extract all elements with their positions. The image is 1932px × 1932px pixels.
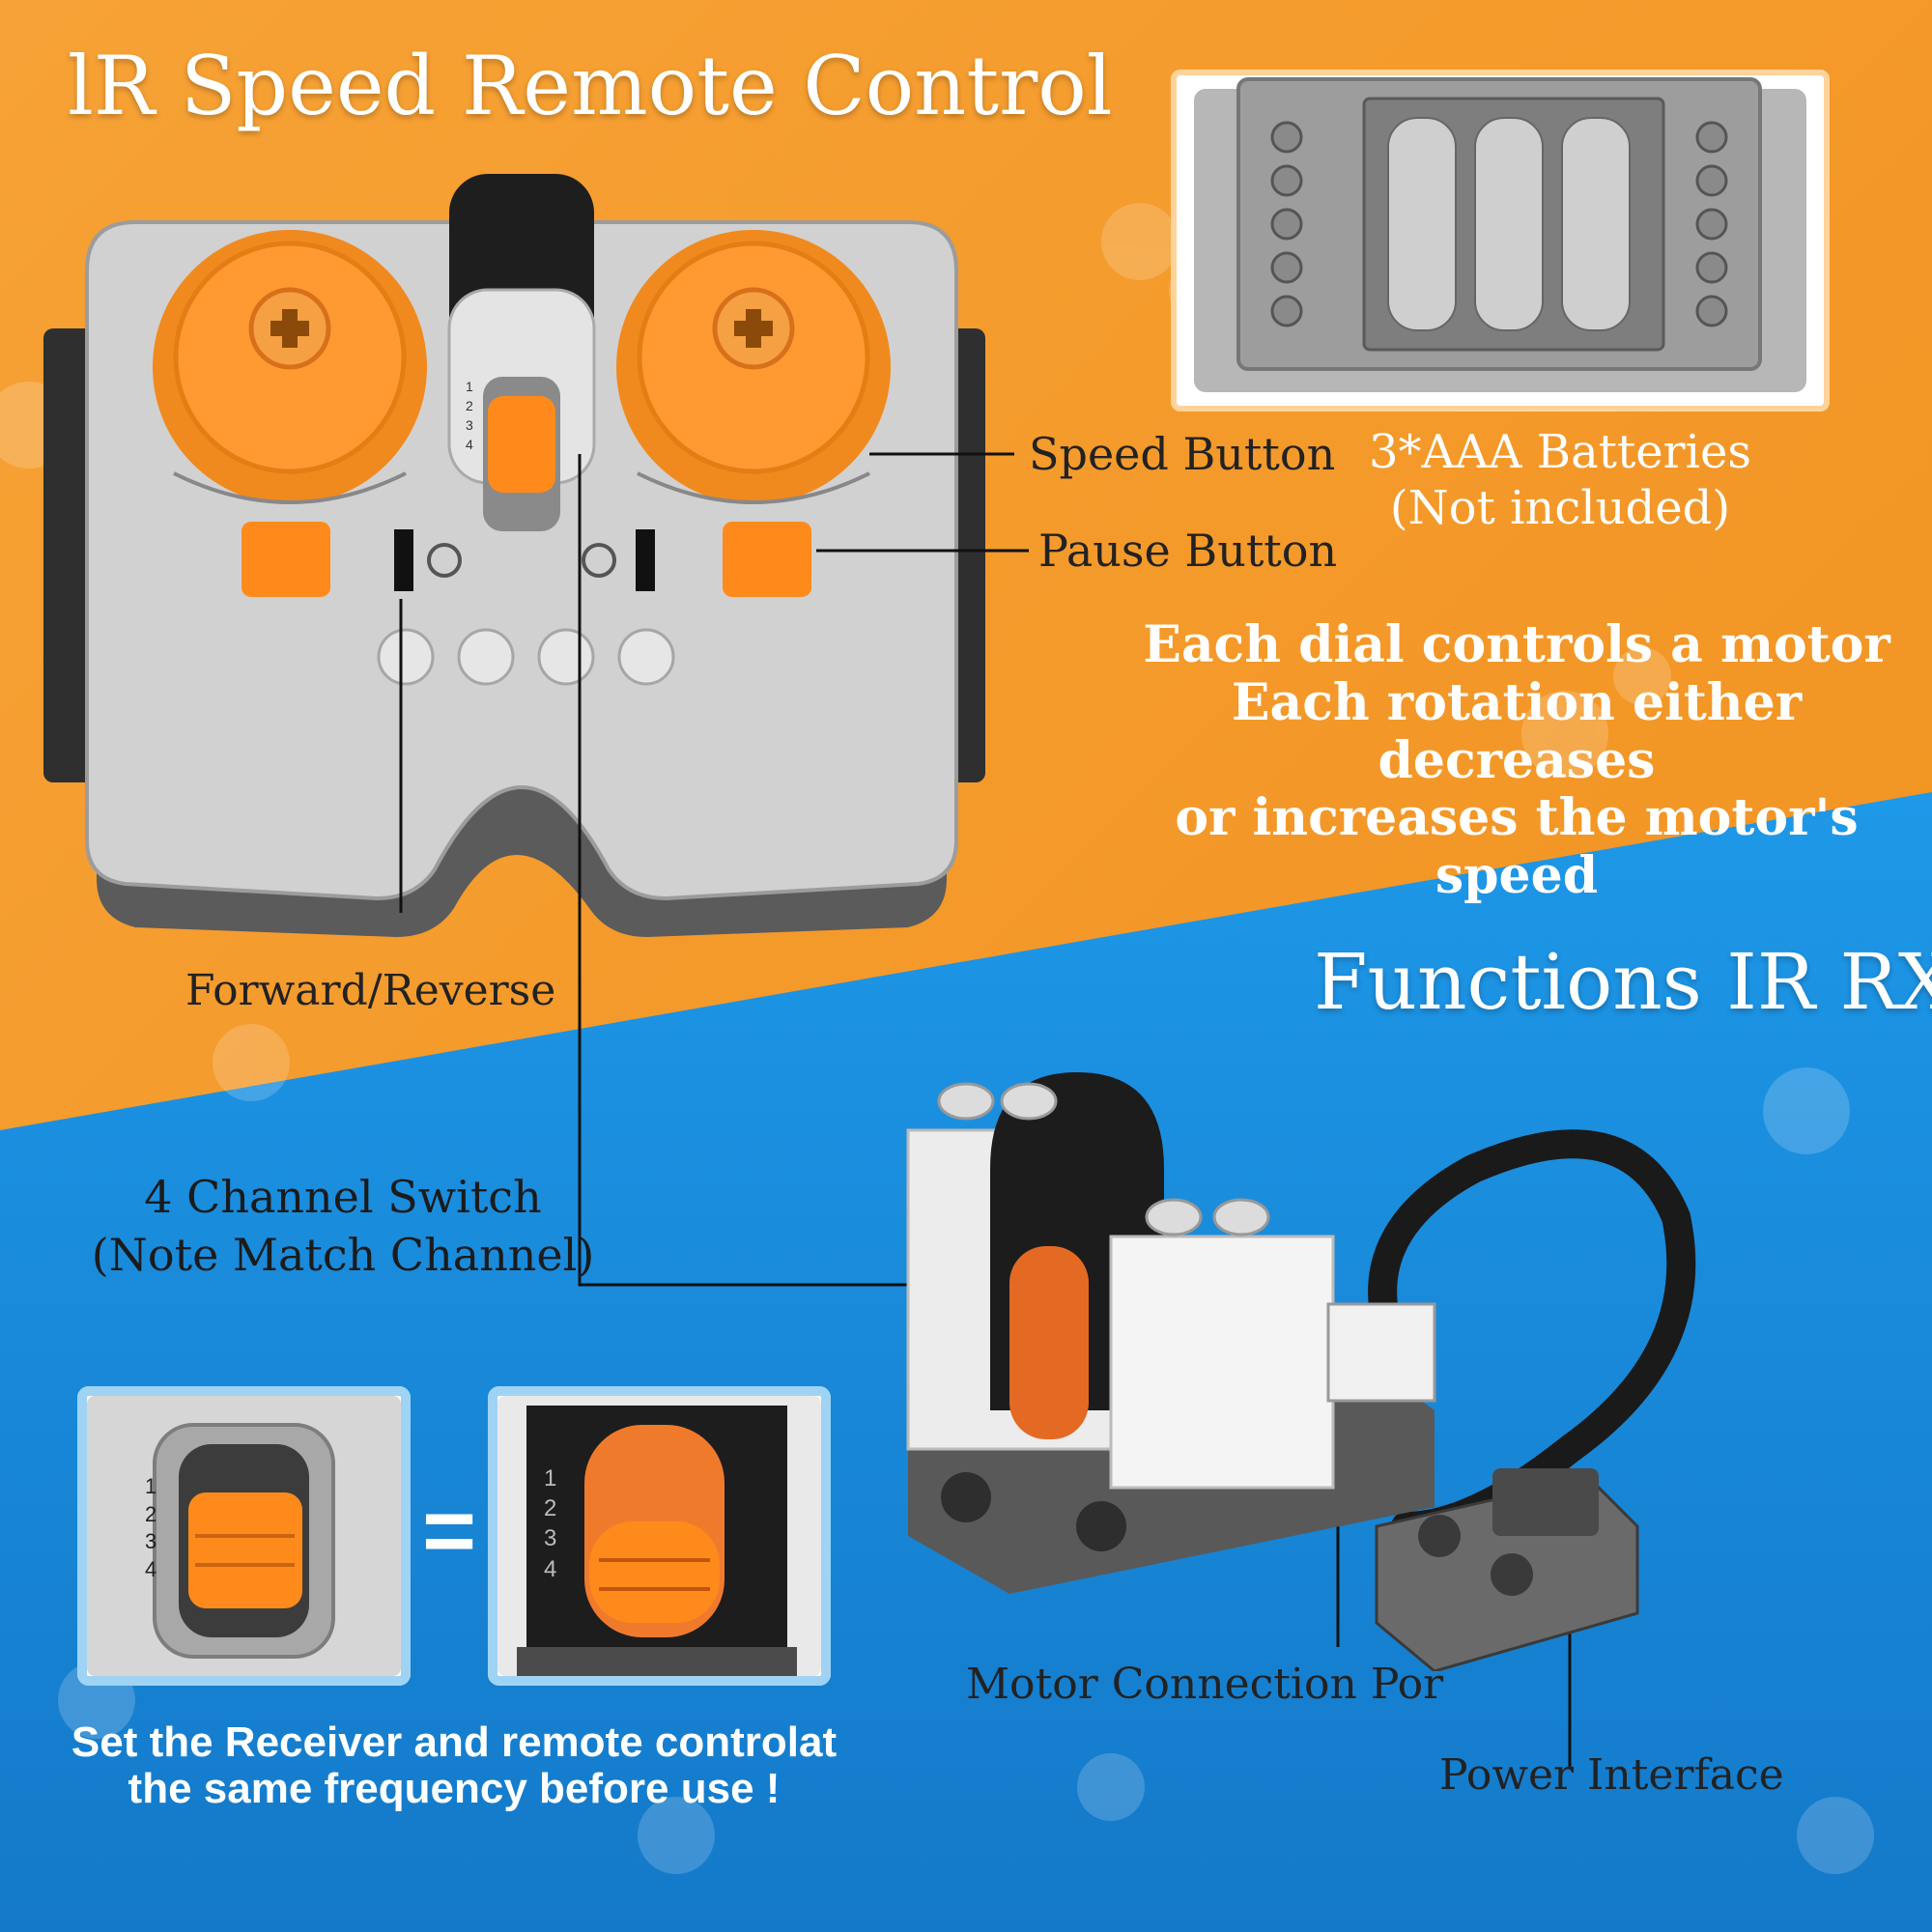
receiver-right-block: [1109, 1235, 1335, 1490]
receiver-switch-numbers: 1 2 3 4: [544, 1463, 556, 1584]
channel-number: 2: [544, 1495, 557, 1522]
equals-sign: =: [421, 1479, 477, 1582]
motor-connection-label: Motor Connection Por: [966, 1660, 1444, 1709]
battery-caption-line1: 3*AAA Batteries: [1369, 425, 1751, 479]
battery-caption-line2: (Not included): [1389, 480, 1731, 535]
channel-number: 1: [145, 1474, 157, 1498]
battery-caption: 3*AAA Batteries (Not included): [1256, 425, 1864, 536]
channel-switch-label: 4 Channel Switch (Note Match Channel): [87, 1169, 599, 1285]
remote-control-image: 1 2 3 4: [43, 174, 985, 937]
left-direction-switch: [394, 529, 413, 591]
remote-switch-closeup-image: [87, 1396, 401, 1676]
forward-reverse-label: Forward/Reverse: [185, 966, 556, 1015]
receiver-switch-closeup-image: [497, 1396, 821, 1676]
channel-switch-line: [578, 454, 937, 1287]
channel-switch-label-line1: 4 Channel Switch: [144, 1171, 542, 1223]
channel-number: 4: [544, 1555, 557, 1582]
svg-text:2: 2: [466, 398, 473, 413]
receiver-switch-closeup: 1 2 3 4: [488, 1386, 831, 1686]
power-interface-label: Power Interface: [1439, 1750, 1784, 1800]
remote-switch-numbers: 1 2 3 4: [145, 1473, 156, 1583]
pause-button-label: Pause Button: [1038, 525, 1338, 577]
dial-description-line2: Each rotation either decreases: [1231, 672, 1803, 790]
ir-receiver-image: [906, 1072, 1696, 1671]
right-pause-button: [723, 522, 811, 597]
left-pause-button: [242, 522, 330, 597]
right-dial: [616, 230, 891, 504]
channel-number: 4: [145, 1556, 157, 1581]
frequency-notice: Set the Receiver and remote controlat th…: [29, 1719, 879, 1813]
dial-description-line1: Each dial controls a motor: [1143, 615, 1890, 674]
channel-switch-label-line2: (Note Match Channel): [91, 1228, 595, 1281]
speed-button-label: Speed Button: [1029, 428, 1336, 480]
frequency-notice-line2: the same frequency before use !: [128, 1765, 781, 1813]
left-dial: [153, 230, 427, 504]
receiver-title: Functions IR RX: [1314, 937, 1932, 1027]
dial-description-line3: or increases the motor's speed: [1175, 788, 1859, 906]
remote-switch-closeup: 1 2 3 4: [77, 1386, 411, 1686]
remote-channel-slider: [488, 396, 555, 493]
dial-description: Each dial controls a motor Each rotation…: [1111, 616, 1922, 905]
receiver-channel-slider: [1009, 1246, 1089, 1439]
channel-number: 3: [544, 1525, 557, 1552]
svg-text:1: 1: [466, 379, 473, 394]
battery-compartment-image: [1194, 77, 1806, 392]
battery-photo-frame: [1171, 70, 1830, 412]
channel-number: 2: [145, 1501, 157, 1526]
frequency-notice-line1: Set the Receiver and remote controlat: [71, 1719, 838, 1766]
svg-text:3: 3: [466, 417, 473, 433]
main-title: lR Speed Remote Control: [68, 39, 1113, 133]
right-direction-switch: [636, 529, 655, 591]
channel-number: 3: [145, 1529, 157, 1554]
svg-text:4: 4: [466, 437, 473, 452]
channel-number: 1: [544, 1465, 557, 1492]
